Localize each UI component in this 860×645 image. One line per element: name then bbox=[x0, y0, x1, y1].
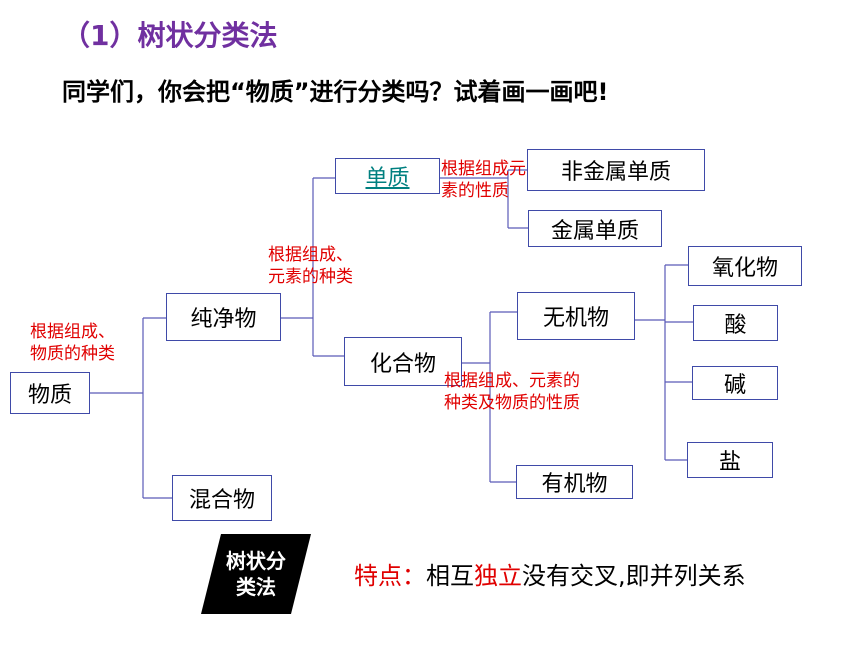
label-substance-type: 根据组成、 物质的种类 bbox=[30, 321, 115, 365]
node-yan-label: 盐 bbox=[718, 450, 741, 475]
node-youjiwu-label: 有机物 bbox=[541, 472, 608, 497]
node-wuzhi-label: 物质 bbox=[27, 383, 72, 408]
node-wuzhi: 物质 bbox=[10, 372, 90, 414]
node-yanghuawu-label: 氧化物 bbox=[711, 256, 778, 281]
label-line: 根据组成、 bbox=[268, 245, 353, 265]
node-hunhewu-label: 混合物 bbox=[188, 488, 255, 513]
label-line: 根据组成元 bbox=[441, 159, 526, 179]
feature-text: 特点：相互独立没有交叉,即并列关系 bbox=[354, 560, 784, 592]
node-chunjingwu-label: 纯净物 bbox=[190, 307, 257, 332]
node-youjiwu: 有机物 bbox=[516, 465, 633, 499]
page-title: （1）树状分类法 bbox=[62, 19, 278, 52]
node-jinshu: 金属单质 bbox=[528, 210, 662, 247]
node-yan: 盐 bbox=[687, 442, 773, 478]
node-chunjingwu: 纯净物 bbox=[166, 293, 281, 341]
parallelogram-shape bbox=[201, 534, 311, 614]
tag-line: 类法 bbox=[236, 575, 276, 599]
label-line: 素的性质 bbox=[441, 181, 509, 201]
method-tag: 树状分 类法 bbox=[201, 534, 311, 614]
label-element-property: 根据组成元 素的性质 bbox=[441, 158, 526, 202]
node-danzhi: 单质 bbox=[335, 158, 440, 194]
feature-text-part: 相互 bbox=[426, 562, 474, 590]
node-huahewu-label: 化合物 bbox=[369, 351, 436, 377]
node-suan-label: 酸 bbox=[724, 313, 747, 338]
node-wujiwu: 无机物 bbox=[517, 292, 635, 340]
node-huahewu: 化合物 bbox=[344, 337, 462, 386]
method-tag-text: 树状分 类法 bbox=[201, 534, 311, 614]
node-feijinshu: 非金属单质 bbox=[527, 149, 705, 191]
label-line: 根据组成、元素的 bbox=[444, 371, 580, 391]
label-element-and-property: 根据组成、元素的 种类及物质的性质 bbox=[444, 370, 580, 414]
label-line: 元素的种类 bbox=[268, 267, 353, 287]
label-line: 物质的种类 bbox=[30, 344, 115, 364]
node-feijinshu-label: 非金属单质 bbox=[560, 160, 671, 185]
node-wujiwu-label: 无机物 bbox=[542, 306, 609, 331]
node-jian-label: 碱 bbox=[723, 373, 746, 398]
feature-text-part: 没有交叉,即并列关系 bbox=[522, 562, 746, 590]
tag-line: 树状分 bbox=[226, 549, 286, 573]
node-jian: 碱 bbox=[692, 366, 778, 400]
node-suan: 酸 bbox=[693, 305, 778, 341]
node-hunhewu: 混合物 bbox=[172, 475, 272, 521]
feature-highlight: 独立 bbox=[474, 562, 522, 590]
label-line: 根据组成、 bbox=[30, 322, 115, 342]
node-yanghuawu: 氧化物 bbox=[688, 246, 802, 286]
page-subtitle: 同学们，你会把“物质”进行分类吗？试着画一画吧! bbox=[62, 78, 609, 106]
label-element-type: 根据组成、 元素的种类 bbox=[268, 244, 353, 288]
feature-prefix: 特点： bbox=[354, 562, 426, 590]
node-jinshu-label: 金属单质 bbox=[550, 218, 639, 244]
node-danzhi-link[interactable]: 单质 bbox=[365, 166, 410, 191]
label-line: 种类及物质的性质 bbox=[444, 393, 580, 413]
